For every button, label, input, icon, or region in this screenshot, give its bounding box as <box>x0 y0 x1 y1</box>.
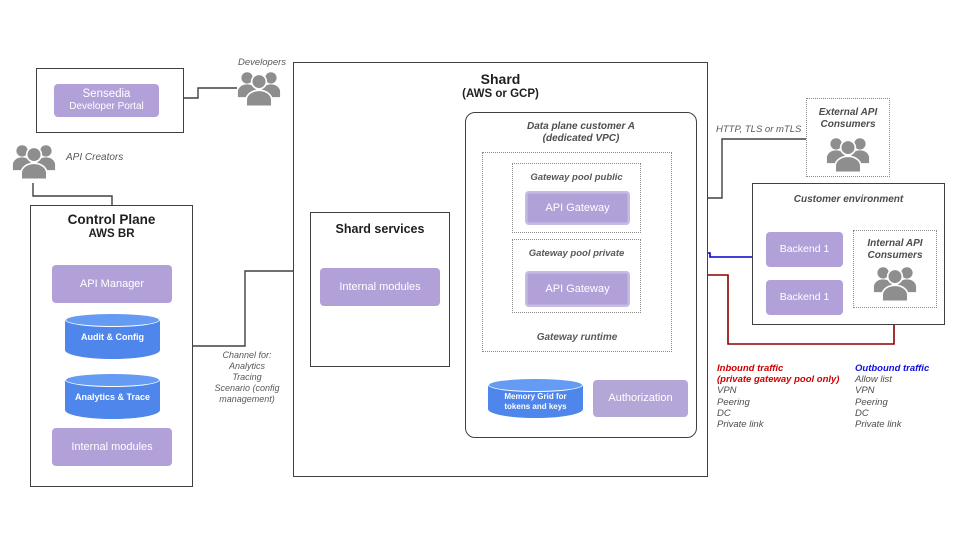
control-plane-title: Control Plane <box>67 212 156 227</box>
backend-2-node: Backend 1 <box>766 280 843 315</box>
channel-note-line: Scenario (config <box>214 383 280 393</box>
data-plane-title: Data plane customer A <box>527 121 635 132</box>
internal-consumers-box <box>853 230 937 308</box>
internal-consumers-label: Internal API Consumers <box>853 238 937 261</box>
api-gateway-private-node: API Gateway <box>525 271 630 307</box>
channel-note-line: Channel for: <box>222 350 272 360</box>
external-consumers-icon <box>826 134 870 174</box>
outbound-item: Private link <box>855 419 902 431</box>
developers-icon <box>237 68 281 108</box>
shard-subtitle: (AWS or GCP) <box>462 88 539 100</box>
api-gateway-public-node: API Gateway <box>525 191 630 225</box>
outbound-item: VPN <box>855 385 875 397</box>
internal-consumers-line1: Internal API <box>867 238 923 249</box>
memory-grid-line1: Memory Grid for <box>504 392 567 401</box>
customer-env-title: Customer environment <box>793 194 904 205</box>
inbound-item: VPN <box>717 385 737 397</box>
inbound-item: Peering <box>717 396 750 408</box>
channel-note-line: Analytics <box>228 361 265 371</box>
portal-line1: Sensedia <box>82 88 131 101</box>
internal-consumers-line2: Consumers <box>867 249 923 261</box>
api-creators-icon <box>12 141 56 181</box>
gateway-pool-private-box <box>512 239 641 313</box>
analytics-trace-db: Analytics & Trace <box>65 373 160 419</box>
api-creators-label: API Creators <box>66 152 124 163</box>
data-plane-subtitle: (dedicated VPC) <box>542 133 620 144</box>
cp-internal-modules-node: Internal modules <box>52 428 172 466</box>
developer-portal-node: Sensedia Developer Portal <box>54 84 159 117</box>
shard-services-title: Shard services <box>335 222 425 236</box>
external-consumers-line1: External API <box>818 107 878 118</box>
http-tls-label: HTTP, TLS or mTLS <box>716 124 802 135</box>
control-plane-subtitle: AWS BR <box>88 228 135 240</box>
shard-title: Shard <box>480 71 521 87</box>
wire-portal-to-developers <box>184 87 237 99</box>
memory-grid-db: Memory Grid for tokens and keys <box>488 378 583 418</box>
analytics-trace-label: Analytics & Trace <box>74 392 151 402</box>
external-consumers-line2: Consumers <box>820 118 876 130</box>
gateway-pool-public-box <box>512 163 641 233</box>
inbound-title: Inbound traffic <box>717 363 784 374</box>
wire-controlplane-to-shard <box>193 270 293 347</box>
gateway-pool-private-label: Gateway pool private <box>528 248 625 259</box>
inbound-subtitle: (private gateway pool only) <box>717 374 840 386</box>
channel-note-line: Tracing <box>232 372 262 382</box>
inbound-legend: Inbound traffic (private gateway pool on… <box>717 363 852 430</box>
authorization-node: Authorization <box>593 380 688 417</box>
outbound-item: Allow list <box>855 374 892 386</box>
outbound-title: Outbound traffic <box>855 363 930 374</box>
external-consumers-box <box>806 98 890 177</box>
gateway-runtime-label: Gateway runtime <box>536 332 618 343</box>
external-consumers-label: External API Consumers <box>806 107 890 130</box>
internal-consumers-icon <box>873 263 917 303</box>
outbound-item: DC <box>855 407 869 419</box>
inbound-item: DC <box>717 407 731 419</box>
gateway-runtime-box <box>482 152 672 352</box>
memory-grid-line2: tokens and keys <box>504 401 567 411</box>
ss-internal-modules-node: Internal modules <box>320 268 440 306</box>
outbound-item: Peering <box>855 396 888 408</box>
channel-note-line: management) <box>219 394 275 404</box>
audit-config-label: Audit & Config <box>81 332 144 342</box>
outbound-legend: Outbound traffic Allow list VPN Peering … <box>855 363 955 430</box>
gateway-pool-public-label: Gateway pool public <box>530 172 623 183</box>
api-manager-node: API Manager <box>52 265 172 303</box>
inbound-item: Private link <box>717 419 764 431</box>
wire-apicreators-to-controlplane <box>32 183 113 206</box>
memory-grid-label: Memory Grid for tokens and keys <box>488 392 583 411</box>
portal-line2: Developer Portal <box>69 101 144 113</box>
developers-label: Developers <box>237 57 287 68</box>
channel-note: Channel for: Analytics Tracing Scenario … <box>197 350 297 405</box>
backend-1-node: Backend 1 <box>766 232 843 267</box>
audit-config-db: Audit & Config <box>65 313 160 359</box>
